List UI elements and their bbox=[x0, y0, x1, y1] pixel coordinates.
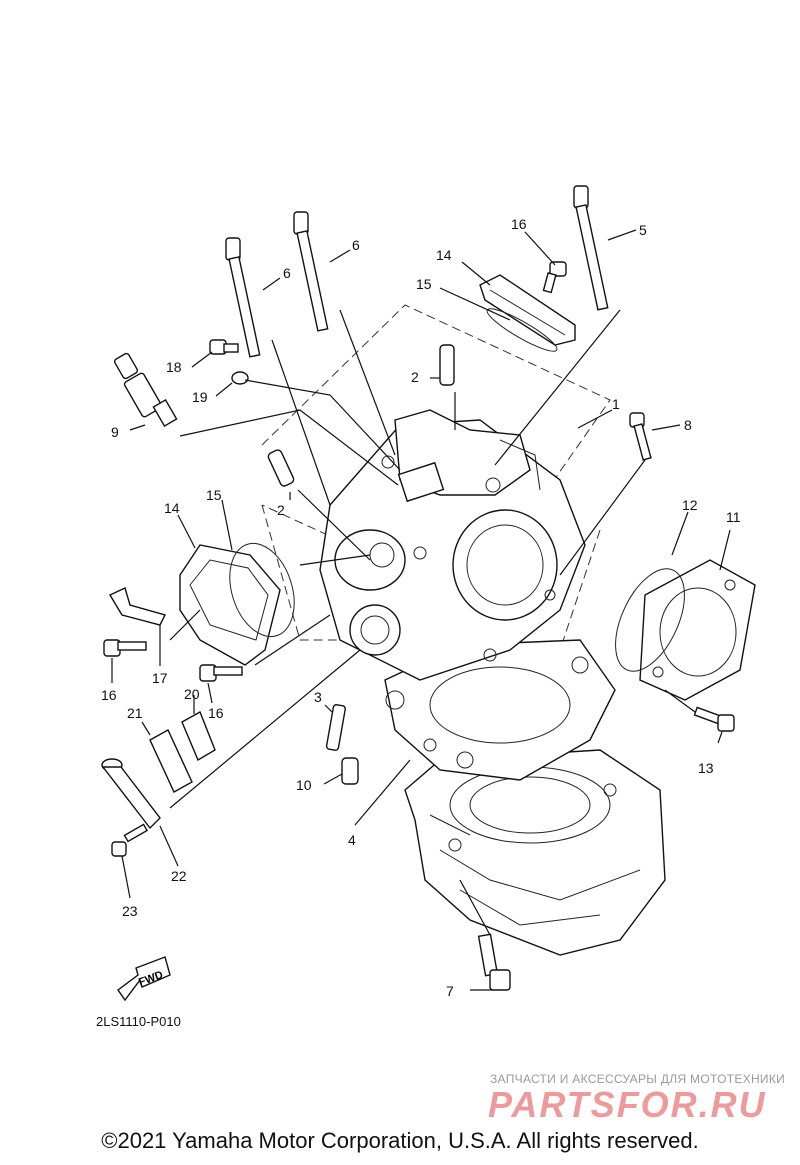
cylinder-block bbox=[404, 749, 666, 956]
spark-plug bbox=[113, 352, 178, 427]
callout-11: 11 bbox=[726, 509, 741, 525]
callout-2b: 2 bbox=[277, 502, 285, 518]
callout-21: 21 bbox=[127, 705, 143, 721]
callout-20: 20 bbox=[184, 686, 200, 702]
breather-pipe-17 bbox=[109, 587, 167, 626]
stud-bolt-3 bbox=[325, 704, 346, 751]
bolt-7 bbox=[477, 933, 511, 991]
callout-15b: 15 bbox=[206, 487, 222, 503]
bolt-18 bbox=[209, 339, 239, 355]
bolt-16a bbox=[542, 261, 567, 294]
callouts: 1 2 2 3 4 5 6 6 7 8 9 10 11 12 13 14 14 … bbox=[101, 216, 741, 999]
exhaust-gasket bbox=[615, 568, 685, 672]
bolt-16b bbox=[103, 639, 147, 657]
callout-14b: 14 bbox=[164, 500, 180, 516]
callout-14a: 14 bbox=[436, 247, 452, 263]
callout-23: 23 bbox=[122, 903, 138, 919]
callout-9: 9 bbox=[111, 424, 119, 440]
bolt-16c bbox=[199, 664, 243, 682]
callout-17: 17 bbox=[152, 670, 168, 686]
callout-13: 13 bbox=[698, 760, 714, 776]
head-bolt-6a bbox=[293, 211, 329, 332]
callout-12: 12 bbox=[682, 497, 698, 513]
bolt-23 bbox=[111, 823, 149, 857]
head-bolt-5 bbox=[573, 185, 609, 311]
dowel-pin-2a bbox=[439, 344, 455, 386]
callout-16b: 16 bbox=[101, 687, 117, 703]
callout-10: 10 bbox=[296, 777, 312, 793]
callout-15a: 15 bbox=[416, 276, 432, 292]
watermark-tagline: ЗАПЧАСТИ И АКСЕССУАРЫ ДЛЯ МОТОТЕХНИКИ bbox=[490, 1072, 785, 1086]
copyright-notice: ©2021 Yamaha Motor Corporation, U.S.A. A… bbox=[101, 1128, 699, 1153]
bolt-8 bbox=[629, 412, 652, 461]
callout-2a: 2 bbox=[411, 369, 419, 385]
callout-22: 22 bbox=[171, 868, 187, 884]
callout-8: 8 bbox=[684, 417, 692, 433]
callout-16c: 16 bbox=[208, 705, 224, 721]
watermark: ЗАПЧАСТИ И АКСЕССУАРЫ ДЛЯ МОТОТЕХНИКИ PA… bbox=[488, 1072, 785, 1125]
dowel-pin-2b bbox=[267, 449, 295, 487]
callout-1: 1 bbox=[612, 396, 620, 412]
washer-19 bbox=[231, 371, 249, 385]
callout-18: 18 bbox=[166, 359, 182, 375]
watermark-brand: PARTSFOR.RU bbox=[488, 1084, 767, 1125]
head-cover-rear bbox=[179, 544, 281, 666]
bolt-13 bbox=[693, 706, 735, 732]
diagram-code: 2LS1110-P010 bbox=[96, 1014, 181, 1029]
head-bolt-6b bbox=[225, 237, 261, 358]
cover-oring-rear bbox=[229, 542, 295, 638]
callout-5: 5 bbox=[639, 222, 647, 238]
callout-3: 3 bbox=[314, 689, 322, 705]
collar-10 bbox=[341, 757, 359, 785]
leader-lines bbox=[111, 229, 731, 991]
callout-6b: 6 bbox=[283, 265, 291, 281]
cylinder-head bbox=[319, 409, 586, 681]
callout-4: 4 bbox=[348, 832, 356, 848]
callout-16a: 16 bbox=[511, 216, 527, 232]
head-cover-top bbox=[479, 274, 576, 346]
pipe-22 bbox=[101, 758, 161, 830]
callout-6a: 6 bbox=[352, 237, 360, 253]
plate-21 bbox=[149, 729, 193, 793]
exhaust-flange bbox=[639, 559, 756, 701]
callout-19: 19 bbox=[192, 389, 208, 405]
callout-7: 7 bbox=[446, 983, 454, 999]
clamp-20 bbox=[181, 711, 216, 762]
fwd-arrow: FWD bbox=[117, 956, 171, 1002]
